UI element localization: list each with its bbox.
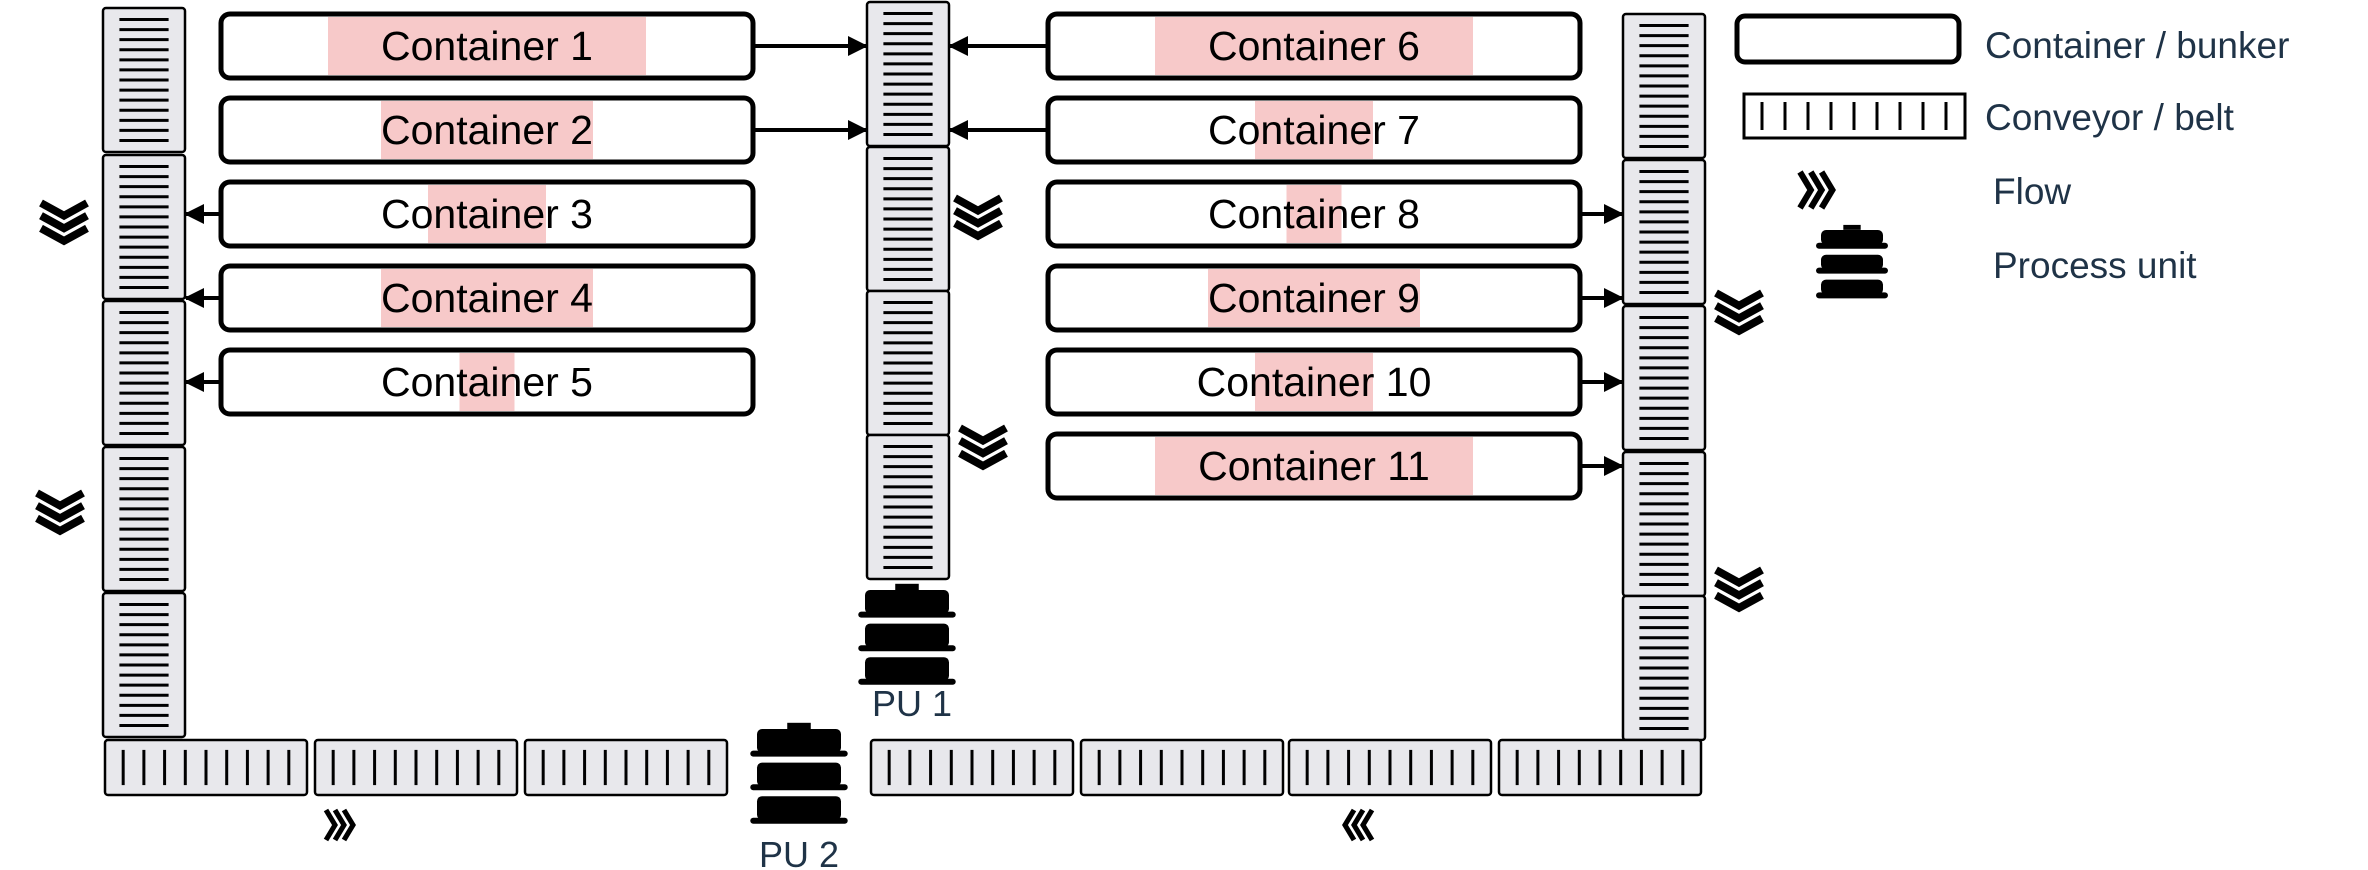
- container-10-highlight: [1255, 353, 1373, 411]
- container-5-highlight: [459, 353, 515, 411]
- left-conveyor-segment-2: [101, 153, 187, 301]
- container-11-label: Container 11: [1198, 443, 1430, 489]
- container-5-label: Container 5: [381, 359, 593, 405]
- container-8-highlight: [1286, 185, 1342, 243]
- bottom-right-conveyor-2: [1079, 738, 1285, 797]
- middle-conveyor-segment-1: [865, 0, 951, 148]
- process-unit-icon-pu1: [858, 583, 956, 685]
- container-2: Container 2: [218, 95, 756, 165]
- bottom-left-conveyor-1: [103, 738, 309, 797]
- container-2-highlight: [381, 101, 593, 159]
- left-conveyor-segment-3: [101, 299, 187, 447]
- container-8: Container 8: [1045, 179, 1583, 249]
- container-3-highlight: [428, 185, 546, 243]
- flow-icon-left-lower: [35, 489, 85, 536]
- container-9-label: Container 9: [1208, 275, 1420, 321]
- container-4-highlight: [381, 269, 593, 327]
- container-10: Container 10: [1045, 347, 1583, 417]
- legend-label-1: Container / bunker: [1985, 25, 2289, 66]
- container-2-label: Container 2: [381, 107, 593, 153]
- pu1-label: PU 1: [872, 683, 952, 724]
- right-conveyor-segment-1: [1621, 12, 1707, 160]
- container-7-highlight: [1255, 101, 1373, 159]
- bottom-left-conveyor-3: [523, 738, 729, 797]
- container-5: Container 5: [218, 347, 756, 417]
- flow-icon-middle-upper: [953, 194, 1003, 241]
- flow-icon-legend: [1797, 170, 1836, 210]
- container-10-label: Container 10: [1197, 359, 1432, 405]
- right-conveyor-segment-5: [1621, 594, 1707, 742]
- legend-label-2: Conveyor / belt: [1985, 97, 2235, 138]
- left-conveyor-segment-1: [101, 6, 187, 154]
- flow-icon-right-lower: [1714, 566, 1764, 613]
- pu2-label: PU 2: [759, 834, 839, 870]
- left-conveyor-segment-5: [101, 591, 187, 739]
- middle-conveyor-segment-4: [865, 433, 951, 581]
- right-conveyor-segment-2: [1621, 158, 1707, 306]
- process-unit-icon-legend: [1816, 224, 1888, 299]
- container-6-label: Container 6: [1208, 23, 1420, 69]
- container-4: Container 4: [218, 263, 756, 333]
- container-1: Container 1: [218, 11, 756, 81]
- flow-icon-bottom-right: [1342, 808, 1375, 842]
- container-9-highlight: [1208, 269, 1420, 327]
- flow-icon-middle-lower: [958, 424, 1008, 471]
- legend-label-3: Flow: [1993, 171, 2071, 212]
- flow-icon-right-upper: [1714, 289, 1764, 336]
- container-7-label: Container 7: [1208, 107, 1420, 153]
- bottom-right-conveyor-4: [1497, 738, 1703, 797]
- container-4-label: Container 4: [381, 275, 593, 321]
- container-11-highlight: [1155, 437, 1473, 495]
- container-1-highlight: [328, 17, 646, 75]
- container-11: Container 11: [1045, 431, 1583, 501]
- container-3: Container 3: [218, 179, 756, 249]
- bottom-right-conveyor-3: [1287, 738, 1493, 797]
- flow-icon-left-upper: [39, 199, 89, 246]
- conveyor-icon: [1742, 92, 1967, 140]
- container-6-highlight: [1155, 17, 1473, 75]
- bottom-left-conveyor-2: [313, 738, 519, 797]
- container-6: Container 6: [1045, 11, 1583, 81]
- container-9: Container 9: [1045, 263, 1583, 333]
- process-unit-icon-pu2: [750, 722, 848, 824]
- container-icon: [1734, 13, 1962, 65]
- right-conveyor-segment-4: [1621, 450, 1707, 598]
- middle-conveyor-segment-3: [865, 289, 951, 437]
- container-8-label: Container 8: [1208, 191, 1420, 237]
- flow-icon-bottom-left: [323, 808, 356, 842]
- container-3-label: Container 3: [381, 191, 593, 237]
- left-conveyor-segment-4: [101, 445, 187, 593]
- container-7: Container 7: [1045, 95, 1583, 165]
- right-conveyor-segment-3: [1621, 304, 1707, 452]
- legend-label-4: Process unit: [1993, 245, 2197, 286]
- bottom-right-conveyor-1: [869, 738, 1075, 797]
- container-1-label: Container 1: [381, 23, 593, 69]
- middle-conveyor-segment-2: [865, 145, 951, 293]
